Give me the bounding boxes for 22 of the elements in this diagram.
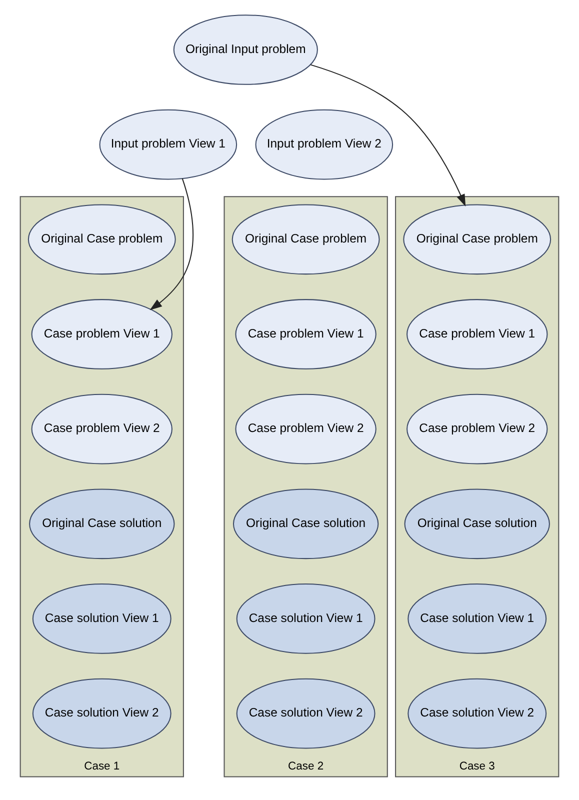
node-ellipse: Original Case problem bbox=[232, 204, 380, 275]
node-ellipse: Case solution View 1 bbox=[236, 584, 376, 654]
node-ellipse: Case solution View 1 bbox=[32, 584, 172, 654]
node-ellipse: Original Case solution bbox=[29, 488, 175, 560]
node-ellipse: Original Case solution bbox=[404, 488, 550, 560]
node-ellipse: Original Input problem bbox=[173, 14, 318, 85]
node-ellipse: Case problem View 2 bbox=[406, 394, 548, 464]
node-ellipse: Case solution View 2 bbox=[32, 678, 172, 749]
node-ellipse: Input problem View 1 bbox=[99, 109, 238, 180]
arrow bbox=[310, 64, 466, 207]
arrow bbox=[150, 178, 194, 310]
node-ellipse: Original Case problem bbox=[28, 204, 176, 275]
node-ellipse: Original Case solution bbox=[232, 488, 379, 560]
node-ellipse: Case problem View 1 bbox=[406, 299, 548, 370]
node-ellipse: Case problem View 2 bbox=[235, 394, 376, 464]
node-ellipse: Input problem View 2 bbox=[255, 109, 394, 180]
node-ellipse: Case problem View 1 bbox=[235, 299, 376, 370]
node-ellipse: Original Case problem bbox=[403, 204, 552, 275]
node-ellipse: Case solution View 2 bbox=[236, 678, 376, 749]
node-ellipse: Case solution View 2 bbox=[408, 678, 547, 749]
node-ellipse: Case problem View 2 bbox=[31, 394, 172, 464]
node-ellipse: Case solution View 1 bbox=[408, 584, 547, 654]
